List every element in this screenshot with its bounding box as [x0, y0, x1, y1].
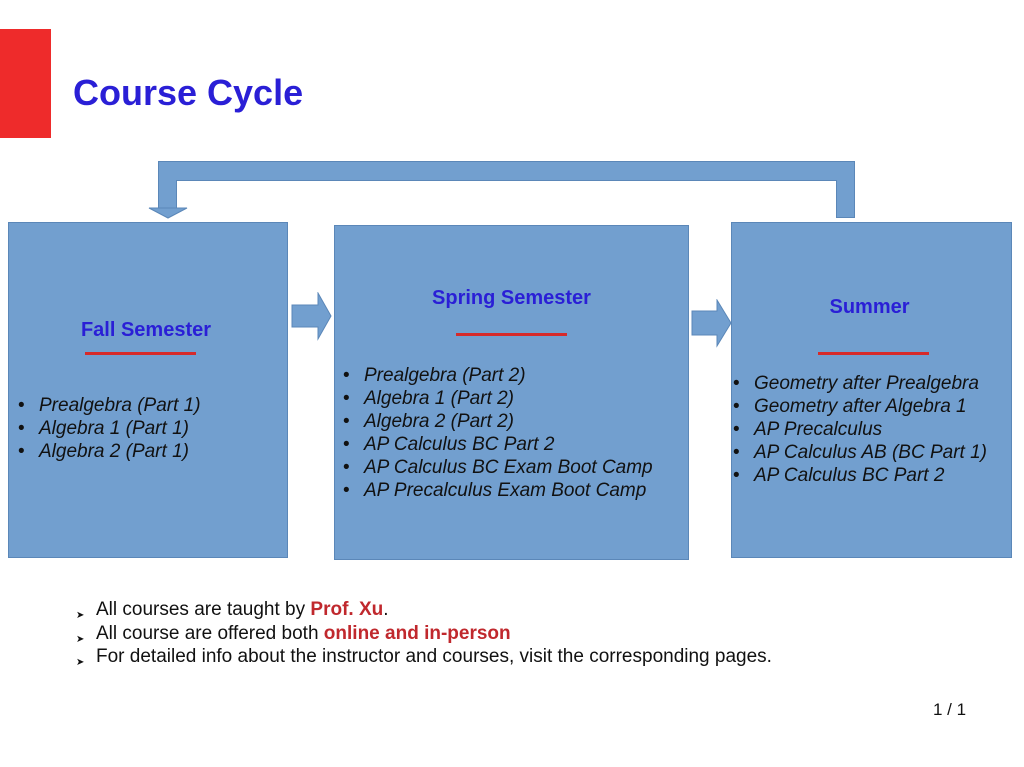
- box-title: Spring Semester: [432, 287, 591, 309]
- accent-bar: [0, 29, 51, 138]
- list-item: Algebra 1 (Part 2): [343, 387, 653, 410]
- list-item: AP Calculus BC Part 2: [343, 433, 653, 456]
- note-item: ➤All course are offered both online and …: [76, 622, 772, 646]
- list-item: AP Precalculus Exam Boot Camp: [343, 479, 653, 502]
- summer-box: Summer Geometry after Prealgebra Geometr…: [731, 222, 1012, 558]
- fall-semester-box: Fall Semester Prealgebra (Part 1) Algebr…: [8, 222, 288, 558]
- list-item: AP Calculus BC Part 2: [733, 464, 987, 487]
- highlight-text: Prof. Xu: [310, 599, 384, 620]
- note-item: ➤All courses are taught by Prof. Xu.: [76, 598, 772, 622]
- box-title: Summer: [829, 296, 910, 318]
- box-title: Fall Semester: [80, 319, 212, 341]
- list-item: Geometry after Algebra 1: [733, 395, 987, 418]
- course-list: Prealgebra (Part 1) Algebra 1 (Part 1) A…: [18, 394, 201, 463]
- list-item: AP Precalculus: [733, 418, 987, 441]
- loop-connector-left: [158, 180, 177, 209]
- arrow-right-icon: [291, 292, 332, 341]
- note-item: ➤For detailed info about the instructor …: [76, 645, 772, 669]
- title-underline: [456, 333, 567, 336]
- page-title: Course Cycle: [73, 72, 304, 113]
- page-number: 1 / 1: [933, 700, 967, 719]
- list-item: Algebra 2 (Part 2): [343, 410, 653, 433]
- spring-semester-box: Spring Semester Prealgebra (Part 2) Alge…: [334, 225, 689, 560]
- title-underline: [85, 352, 196, 355]
- title-underline: [818, 352, 929, 355]
- highlight-text: online and in-person: [323, 622, 511, 644]
- list-item: Prealgebra (Part 1): [18, 394, 201, 417]
- list-item: Algebra 1 (Part 1): [18, 417, 201, 440]
- notes-list: ➤All courses are taught by Prof. Xu. ➤Al…: [76, 598, 772, 669]
- loop-connector-right: [836, 180, 855, 218]
- arrow-down-icon: [148, 207, 188, 219]
- course-list: Geometry after Prealgebra Geometry after…: [733, 372, 987, 487]
- arrow-bullet-icon: ➤: [76, 633, 85, 645]
- arrow-right-icon: [691, 299, 732, 348]
- list-item: AP Calculus BC Exam Boot Camp: [343, 456, 653, 479]
- arrow-bullet-icon: ➤: [76, 610, 85, 621]
- course-list: Prealgebra (Part 2) Algebra 1 (Part 2) A…: [343, 364, 653, 502]
- arrow-bullet-icon: ➤: [76, 657, 85, 668]
- loop-connector-top: [158, 161, 855, 181]
- list-item: Algebra 2 (Part 1): [18, 440, 201, 463]
- list-item: AP Calculus AB (BC Part 1): [733, 441, 987, 464]
- list-item: Prealgebra (Part 2): [343, 364, 653, 387]
- list-item: Geometry after Prealgebra: [733, 372, 987, 395]
